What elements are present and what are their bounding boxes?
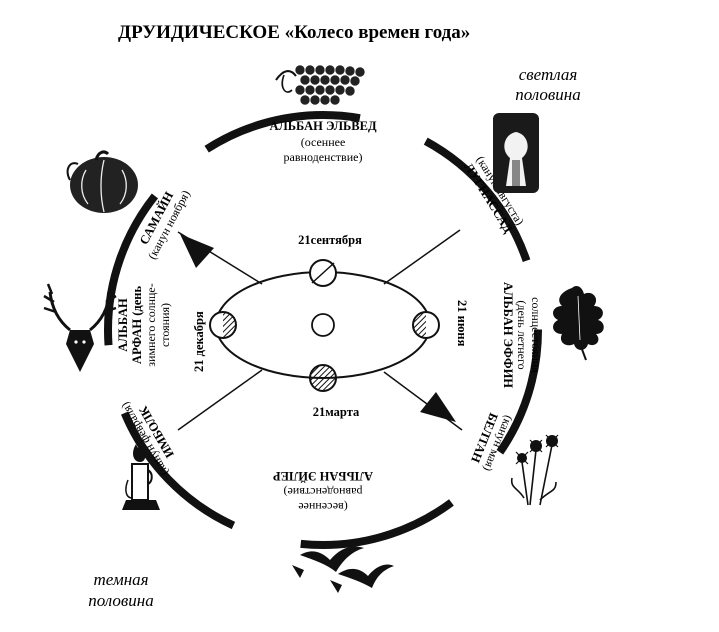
light-half-line2: половина	[515, 85, 581, 104]
festival-sub: (весеннее	[298, 500, 348, 514]
diagram-title: ДРУИДИЧЕСКОЕ «Колесо времен года»	[118, 22, 470, 43]
date-jun: 21 июня	[455, 300, 469, 347]
festival-name: АЛЬБАН ЭЙЛЕР	[273, 469, 373, 483]
earth-icon	[412, 311, 440, 339]
spoke-sw	[177, 369, 263, 431]
earth-icon	[309, 364, 337, 392]
wheat-sheaf-icon	[493, 113, 539, 193]
earth-icon	[309, 259, 337, 287]
festival-sub: (осеннее	[301, 135, 346, 149]
festival-sub: (день летнего	[515, 300, 529, 369]
light-half-label: светлая половина	[515, 65, 581, 104]
swallows-icon	[292, 546, 394, 593]
stag-icon	[43, 283, 117, 372]
dark-half-label: темная половина	[88, 570, 154, 610]
arrow-samhain	[180, 234, 214, 268]
grapes-icon	[275, 64, 366, 106]
festival-name: АЛЬБАН ЭЛЬВЕД	[269, 119, 377, 133]
flowers-icon	[510, 434, 559, 506]
spoke-se	[383, 371, 463, 431]
festival-alban-eiler: АЛЬБАН ЭЙЛЕР равноденствие) (весеннее	[273, 469, 373, 514]
festival-name: АРФАН (день	[130, 286, 144, 365]
dark-half-line1: темная	[93, 570, 148, 589]
date-mar: 21марта	[313, 405, 360, 419]
festival-name: АЛЬБАН	[116, 298, 130, 352]
festival-sub: зимнего солнце-	[144, 283, 158, 366]
festival-sub: равноденствие)	[284, 150, 363, 164]
spoke-ne	[383, 229, 461, 285]
light-half-line1: светлая	[519, 65, 578, 84]
arrow-beltane	[420, 392, 456, 422]
date-dec: 21 декабря	[192, 311, 206, 372]
festival-name: АЛЬБАН ЭФФИН	[501, 282, 515, 388]
pumpkin-icon	[66, 150, 138, 213]
festival-sub: равноденствие)	[284, 485, 363, 499]
festival-alban-arthan: АЛЬБАН АРФАН (день зимнего солнце- стоян…	[116, 283, 172, 366]
festival-sub: солнцестояния	[529, 297, 543, 373]
candle-icon	[122, 444, 160, 510]
sun-icon	[311, 313, 335, 337]
earth-icon	[209, 311, 237, 339]
festival-alban-elved: АЛЬБАН ЭЛЬВЕД (осеннее равноденствие)	[269, 119, 377, 164]
date-sep: 21сентября	[298, 233, 362, 247]
festival-alban-heruin: АЛЬБАН ЭФФИН (день летнего солнцестояния	[501, 282, 543, 388]
oak-leaf-icon	[553, 286, 604, 361]
festival-sub: стояния)	[158, 303, 172, 347]
wheel-ring	[104, 111, 542, 549]
festival-imbolc: ИМБОЛК (канун февраля)	[118, 400, 177, 478]
dark-half-line2: половина	[88, 591, 154, 610]
